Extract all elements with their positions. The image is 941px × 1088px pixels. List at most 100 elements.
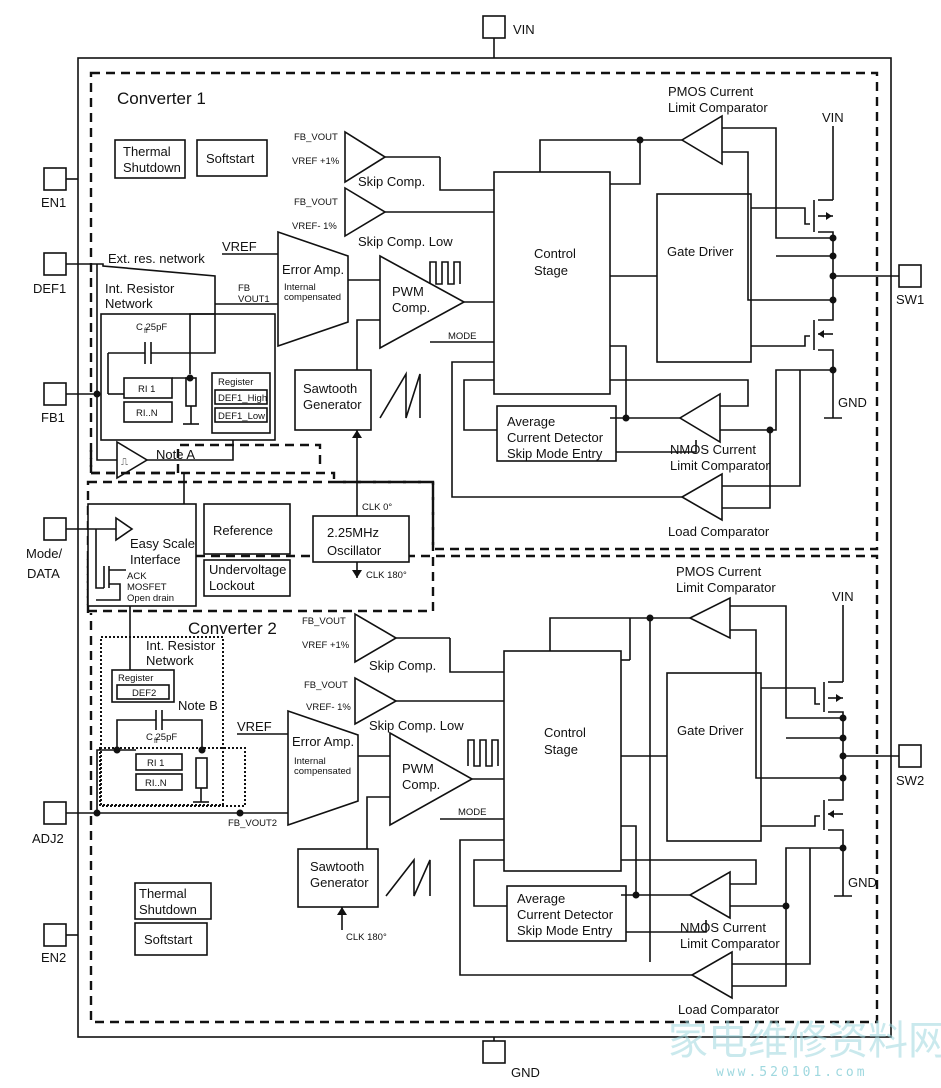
svg-text:compensated: compensated (294, 766, 351, 777)
svg-text:MODE: MODE (448, 331, 477, 342)
rin-box-2 (135, 773, 183, 791)
pin-def1 (43, 252, 67, 276)
resistor-1 (185, 377, 197, 407)
svg-text:Limit Comparator: Limit Comparator (668, 100, 768, 115)
skip-comp-2 (354, 612, 398, 664)
svg-text:DEF2: DEF2 (132, 688, 156, 699)
pin-def1-label: DEF1 (33, 281, 66, 296)
pin-mode-label-1: Mode/ (26, 546, 63, 561)
pin-gnd (482, 1040, 506, 1064)
svg-text:Network: Network (105, 296, 153, 311)
pin-en2-label: EN2 (41, 950, 66, 965)
svg-text:Control: Control (534, 246, 576, 261)
svg-text:Int. Resistor: Int. Resistor (105, 281, 175, 296)
svg-text:Register: Register (218, 377, 253, 388)
pmos-comparator-2 (688, 596, 731, 640)
svg-text:NMOS Current: NMOS Current (680, 920, 766, 935)
svg-text:Easy Scale: Easy Scale (130, 536, 195, 551)
pin-sw2-label: SW2 (896, 773, 924, 788)
svg-text:ACK: ACK (127, 571, 147, 582)
svg-text:PWM: PWM (392, 284, 424, 299)
pin-sw2 (898, 744, 922, 768)
chip-boundary (77, 57, 892, 1038)
svg-text:Average: Average (507, 414, 555, 429)
watermark-cn: 家电维修资料网 (668, 1018, 941, 1064)
svg-text:VREF: VREF (237, 719, 272, 734)
svg-text:Ext. res. network: Ext. res. network (108, 251, 205, 266)
svg-text:Softstart: Softstart (206, 151, 255, 166)
svg-text:VIN: VIN (832, 589, 854, 604)
resistor-2 (195, 757, 208, 789)
svg-text:Load Comparator: Load Comparator (678, 1002, 780, 1017)
svg-text:Generator: Generator (310, 875, 369, 890)
svg-text:Current Detector: Current Detector (507, 430, 604, 445)
pin-mode-label-2: DATA (27, 566, 60, 581)
svg-text:Skip Mode Entry: Skip Mode Entry (517, 923, 613, 938)
svg-text:GND: GND (848, 875, 877, 890)
load-comparator-2 (690, 950, 733, 1000)
oscillator-block (312, 515, 410, 563)
svg-text:ff: ff (144, 328, 148, 335)
svg-text:VREF +1%: VREF +1% (302, 640, 350, 651)
easy-scale-interface (87, 503, 197, 607)
pin-vin (482, 15, 506, 39)
nmos-comparator-1 (678, 392, 721, 444)
svg-text:MODE: MODE (458, 807, 487, 818)
svg-text:NMOS Current: NMOS Current (670, 442, 756, 457)
svg-text:Current Detector: Current Detector (517, 907, 614, 922)
svg-text:Network: Network (146, 653, 194, 668)
svg-text:Limit Comparator: Limit Comparator (676, 580, 776, 595)
svg-text:Skip Mode Entry: Skip Mode Entry (507, 446, 603, 461)
thermal-shutdown-2 (134, 882, 212, 920)
skip-comp-low-1 (344, 186, 387, 238)
svg-text:Limit Comparator: Limit Comparator (680, 936, 780, 951)
pwm-comp-1 (379, 254, 466, 350)
svg-text:Internal: Internal (294, 756, 326, 767)
svg-text:PWM: PWM (402, 761, 434, 776)
uvlo-block (203, 559, 291, 597)
svg-text:RI 1: RI 1 (147, 758, 164, 769)
gate-driver-2 (666, 672, 762, 842)
svg-text:Sawtooth: Sawtooth (310, 859, 364, 874)
svg-text:Skip Comp. Low: Skip Comp. Low (358, 234, 453, 249)
svg-text:C 25pF: C 25pF (136, 322, 167, 333)
svg-text:C 25pF: C 25pF (146, 732, 177, 743)
pin-mode-data (43, 517, 67, 541)
pin-gnd-label: GND (511, 1065, 540, 1080)
svg-text:DEF1_High: DEF1_High (218, 393, 267, 404)
svg-text:Reference: Reference (213, 523, 273, 538)
svg-text:Limit Comparator: Limit Comparator (670, 458, 770, 473)
svg-text:Generator: Generator (303, 397, 362, 412)
svg-text:ff: ff (154, 738, 158, 745)
svg-text:⎍: ⎍ (121, 457, 128, 468)
svg-text:RI..N: RI..N (145, 778, 167, 789)
svg-text:Undervoltage: Undervoltage (209, 562, 286, 577)
ri1-box (123, 377, 173, 399)
avg-current-detector-1 (496, 405, 617, 462)
svg-text:Note A: Note A (156, 447, 195, 462)
svg-text:Open drain: Open drain (127, 593, 174, 604)
svg-text:Thermal: Thermal (123, 144, 171, 159)
svg-text:Internal: Internal (284, 282, 316, 293)
svg-text:VREF: VREF (222, 239, 257, 254)
svg-text:Average: Average (517, 891, 565, 906)
svg-text:RI 1: RI 1 (138, 384, 155, 395)
svg-text:Skip Comp. Low: Skip Comp. Low (369, 718, 464, 733)
control-stage-2 (503, 650, 622, 872)
svg-text:MOSFET: MOSFET (127, 582, 167, 593)
svg-text:RI..N: RI..N (136, 408, 158, 419)
converter2-title: Converter 2 (188, 619, 277, 638)
svg-text:Oscillator: Oscillator (327, 543, 382, 558)
svg-text:VOUT1: VOUT1 (238, 294, 270, 305)
pin-adj2-label: ADJ2 (32, 831, 64, 846)
svg-text:PMOS Current: PMOS Current (676, 564, 762, 579)
svg-text:Error Amp.: Error Amp. (292, 734, 354, 749)
svg-text:PMOS Current: PMOS Current (668, 84, 754, 99)
pin-en2 (43, 923, 67, 947)
nmos-comparator-2 (688, 870, 731, 920)
error-amp-1 (277, 230, 349, 348)
error-amp-2 (287, 709, 359, 827)
svg-text:Stage: Stage (534, 263, 568, 278)
svg-text:Int. Resistor: Int. Resistor (146, 638, 216, 653)
svg-text:CLK 180°: CLK 180° (346, 932, 387, 943)
